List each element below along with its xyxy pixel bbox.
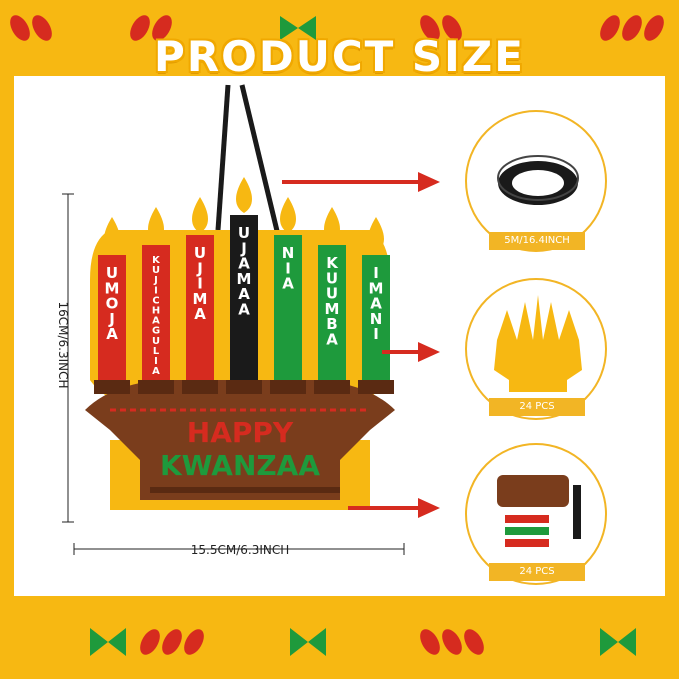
decorative-border-top xyxy=(0,0,679,60)
candle-holder xyxy=(270,380,306,394)
pieces-item-circle xyxy=(465,443,607,585)
candle-holder xyxy=(358,380,394,394)
candle-body xyxy=(186,235,214,380)
banner-line-2: KWANZAA xyxy=(160,449,320,482)
leaf-pattern-left xyxy=(10,15,172,41)
candle-body xyxy=(98,255,126,380)
bowtie-pattern xyxy=(90,628,636,656)
ribbon-strap-left xyxy=(215,84,231,231)
page-title: PRODUCT SIZE xyxy=(154,32,525,81)
banner-line-1: HAPPY xyxy=(187,416,294,449)
kinara-silhouette-icon xyxy=(494,295,582,392)
arrow-right-icon xyxy=(348,498,440,518)
leaf-pattern-right xyxy=(420,15,664,41)
candle-body xyxy=(230,215,258,380)
candle-flame-icon xyxy=(236,177,252,213)
candle-flame-icon xyxy=(104,217,120,253)
width-label: 15.5CM/6.3INCH xyxy=(190,543,290,557)
ribbon-strap-right xyxy=(239,84,281,236)
backing-item-circle xyxy=(465,278,607,420)
candle-flame-icon xyxy=(368,217,384,253)
candle-body xyxy=(362,255,390,380)
height-label: 16CM/6.3INCH xyxy=(56,301,70,389)
item-caption: 5M/16.4INCH xyxy=(489,232,585,250)
candle-body xyxy=(142,245,170,380)
candle-holder xyxy=(314,380,350,394)
candle-body xyxy=(274,235,302,380)
candle-holder xyxy=(138,380,174,394)
leaf-pattern xyxy=(140,629,484,655)
kinara-pieces-icon xyxy=(497,475,581,547)
item-caption: 24 PCS xyxy=(489,398,585,416)
bowtie-pattern xyxy=(280,16,316,40)
candle-holder xyxy=(226,380,262,394)
arrow-right-icon xyxy=(382,342,440,362)
candle-flame-icon xyxy=(148,207,164,243)
ribbon-item-circle xyxy=(465,110,607,252)
decorative-border-bottom xyxy=(0,614,679,674)
candle-holder xyxy=(182,380,218,394)
arrow-right-icon xyxy=(282,172,440,192)
candle-body xyxy=(318,245,346,380)
candle-flame-icon xyxy=(192,197,208,233)
ribbon-roll-icon xyxy=(497,155,579,205)
candle-flame-icon xyxy=(324,207,340,243)
candle-flame-icon xyxy=(280,197,296,233)
candle-holder xyxy=(94,380,130,394)
item-caption: 24 PCS xyxy=(489,563,585,581)
